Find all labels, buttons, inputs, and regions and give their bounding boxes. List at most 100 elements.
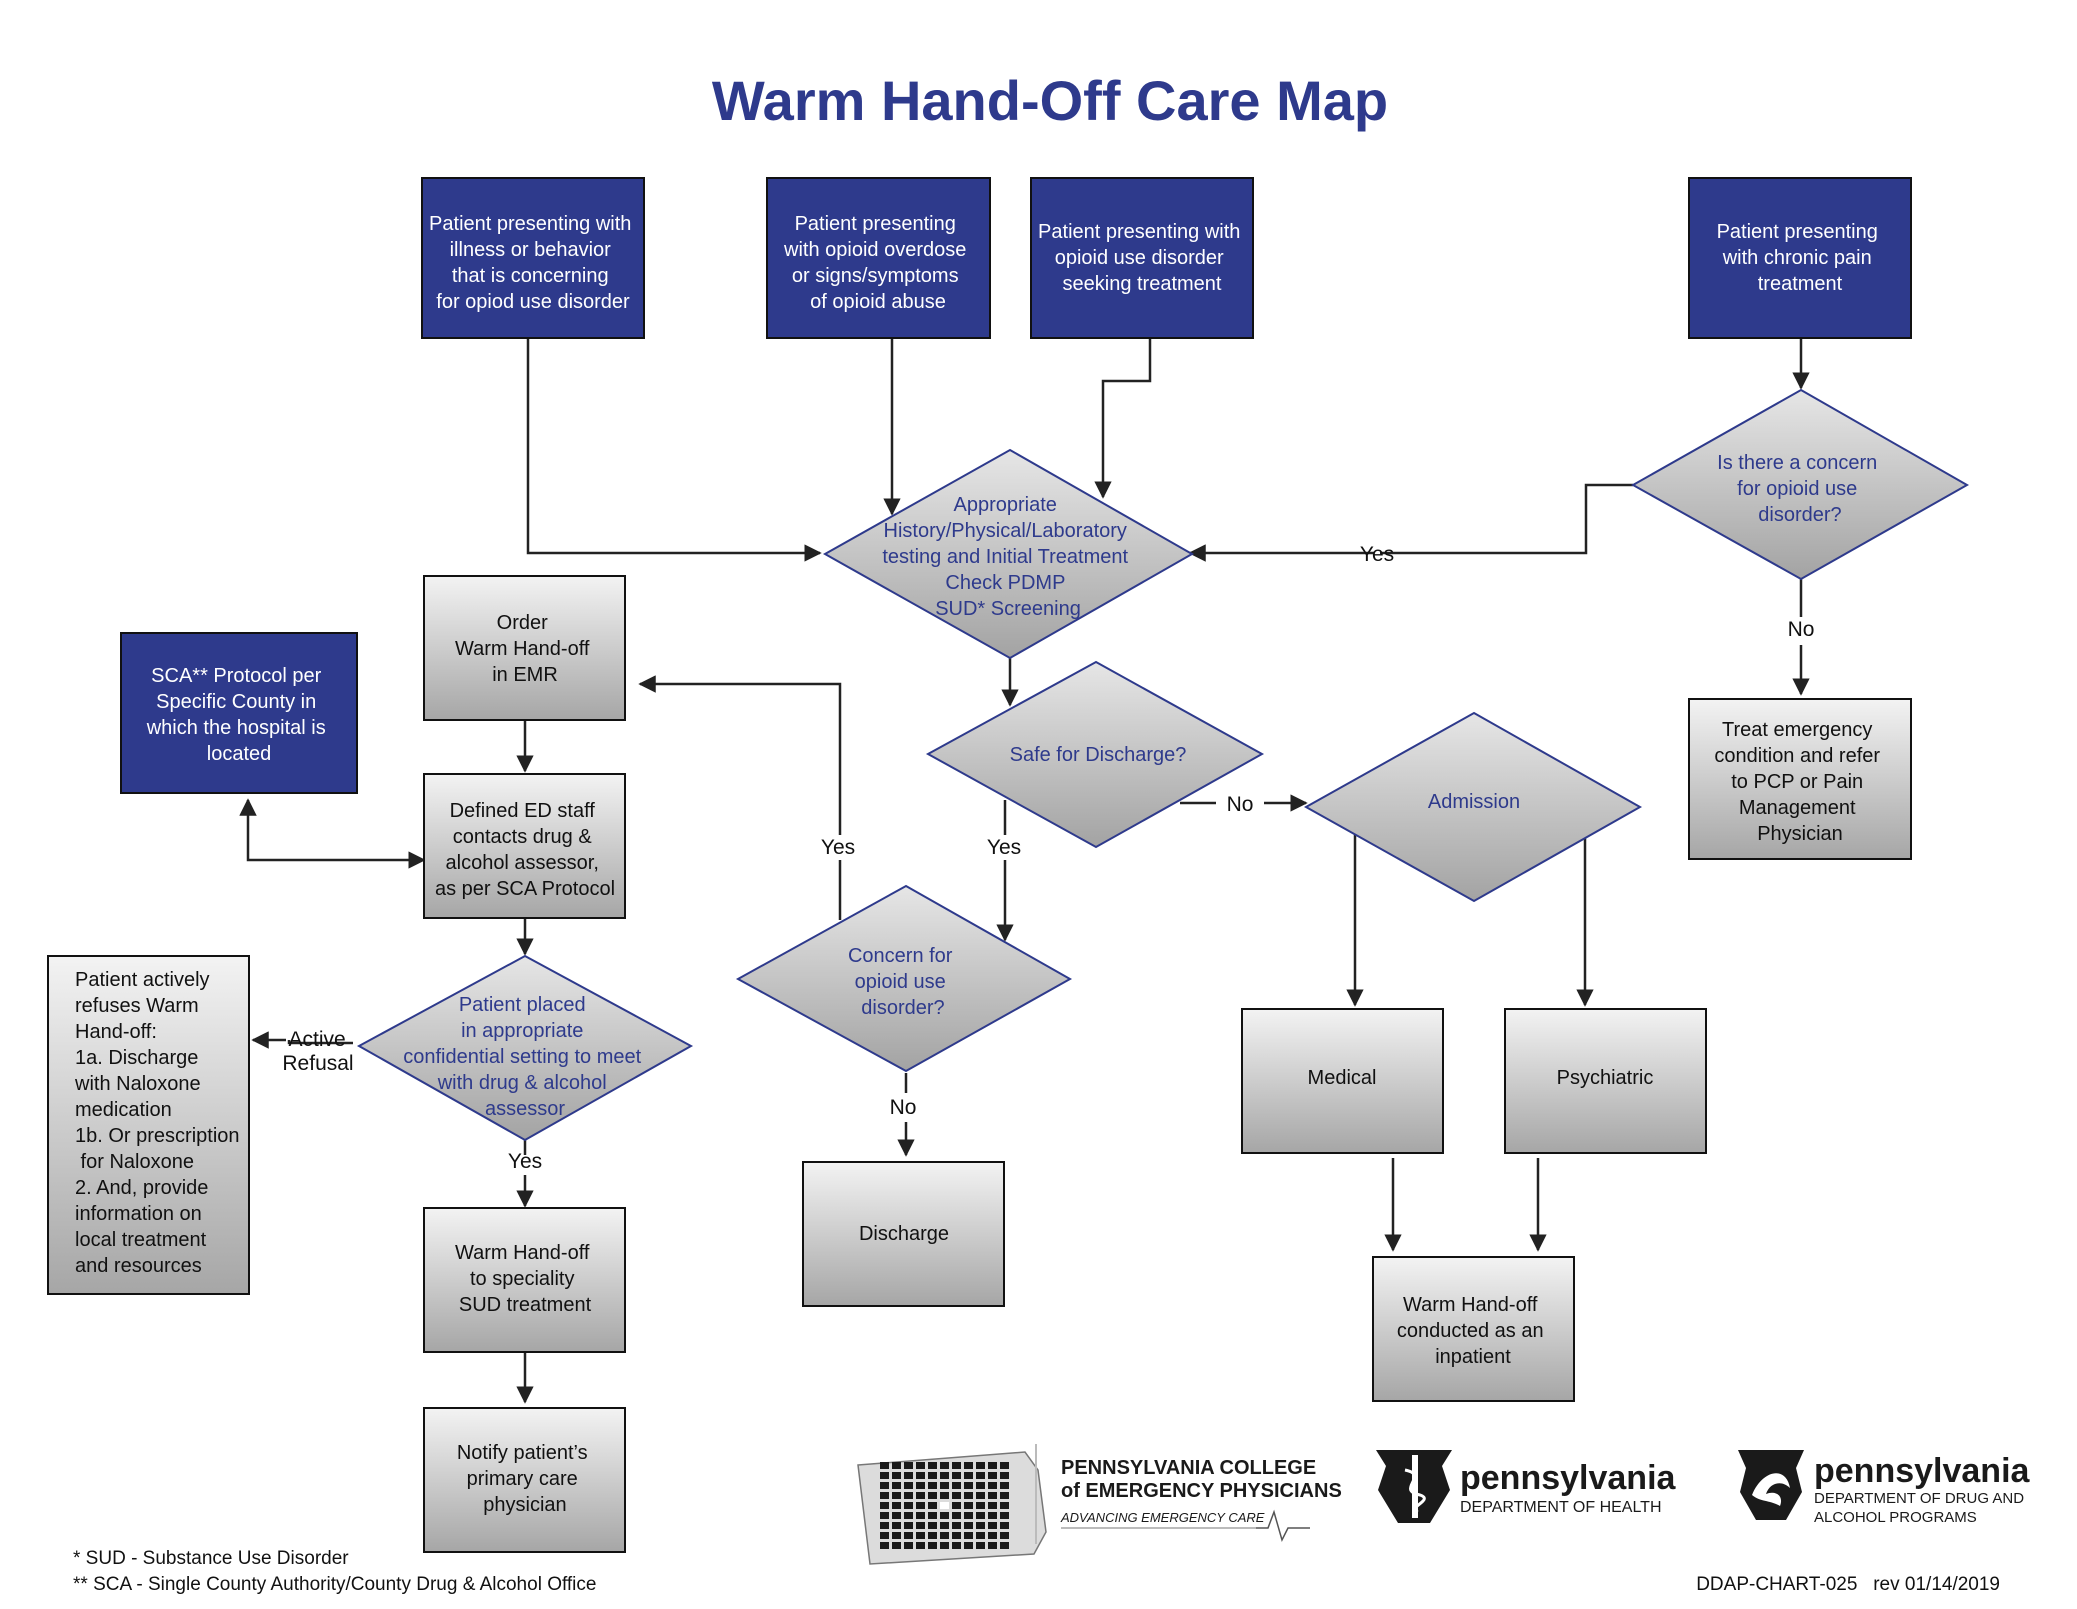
ddap-dept-line1: DEPARTMENT OF DRUG AND xyxy=(1814,1490,2024,1507)
logo-grid-cell xyxy=(928,1542,937,1549)
box-overdose-text: Patient presenting with opioid overdose … xyxy=(783,213,972,313)
box-warm-specialty-text: Warm Hand-off to speciality SUD treatmen… xyxy=(455,1242,595,1316)
logo-grid-cell xyxy=(916,1462,925,1469)
logo-grid-cell xyxy=(940,1542,949,1549)
logo-grid-cell xyxy=(880,1542,889,1549)
logo-grid-cell xyxy=(976,1462,985,1469)
logo-grid-cell xyxy=(904,1482,913,1489)
logo-grid-cell xyxy=(892,1462,901,1469)
doh-dept: DEPARTMENT OF HEALTH xyxy=(1460,1499,1662,1516)
logo-grid-cell xyxy=(880,1502,889,1509)
arrow-oud-to-history xyxy=(1094,338,1152,499)
logo-grid-cell xyxy=(916,1542,925,1549)
logo-grid-cell xyxy=(880,1462,889,1469)
diamond-placed-text: Patient placed in appropriate confidenti… xyxy=(403,994,646,1120)
logo-grid-cell xyxy=(976,1542,985,1549)
doh-logo: pennsylvania DEPARTMENT OF HEALTH xyxy=(1376,1450,1677,1523)
logo-grid-cell xyxy=(892,1522,901,1529)
logo-grid-cell xyxy=(892,1492,901,1499)
logo-grid-cell xyxy=(1000,1522,1009,1529)
pacep-logo: PENNSYLVANIA COLLEGE of EMERGENCY PHYSIC… xyxy=(857,1444,1342,1565)
logo-grid-cell xyxy=(952,1542,961,1549)
label-no-safe: No xyxy=(1227,793,1254,816)
pacep-name-line1: PENNSYLVANIA COLLEGE xyxy=(1061,1457,1316,1479)
box-refuses-text: Patient actively refuses Warm Hand-off: … xyxy=(74,969,245,1277)
box-notify-pcp: Notify patient’s primary care physician xyxy=(423,1407,626,1553)
logo-grid-cell xyxy=(940,1502,949,1509)
logo-grid-cell xyxy=(928,1512,937,1519)
logo-grid-cell xyxy=(904,1502,913,1509)
logo-grid-cell xyxy=(916,1482,925,1489)
label-no-chronic: No xyxy=(1788,618,1815,641)
line-concern-yes xyxy=(1380,483,1633,555)
label-active-refusal: Active Refusal xyxy=(282,1028,353,1075)
logo-grid-cell xyxy=(916,1472,925,1479)
logo-grid-cell xyxy=(928,1502,937,1509)
logo-grid-cell xyxy=(904,1472,913,1479)
page-title: Warm Hand-Off Care Map xyxy=(712,69,1388,132)
diamond-concern-chronic: Is there a concern for opioid use disord… xyxy=(1630,388,1970,581)
label-yes-safe: Yes xyxy=(987,836,1021,859)
logo-grid-cell xyxy=(952,1492,961,1499)
logo-grid-cell xyxy=(964,1542,973,1549)
logo-grid-cell xyxy=(940,1512,949,1519)
logo-grid-cell xyxy=(952,1482,961,1489)
logo-grid-cell xyxy=(928,1532,937,1539)
diamond-concern-oud: Concern for opioid use disorder? xyxy=(735,884,1073,1073)
label-yes-placed: Yes xyxy=(508,1150,542,1173)
logo-grid-cell xyxy=(988,1462,997,1469)
logo-grid-cell xyxy=(904,1462,913,1469)
box-warm-inpatient-text: Warm Hand-off conducted as an inpatient xyxy=(1397,1294,1549,1368)
logo-grid-cell xyxy=(1000,1472,1009,1479)
logo-grid-cell xyxy=(892,1512,901,1519)
box-illness-text: Patient presenting with illness or behav… xyxy=(429,213,637,313)
logo-grid-cell xyxy=(964,1502,973,1509)
logo-grid-cell xyxy=(976,1502,985,1509)
box-warm-inpatient: Warm Hand-off conducted as an inpatient xyxy=(1372,1256,1575,1402)
arrow-illness-to-history xyxy=(526,338,822,562)
logo-grid-cell xyxy=(928,1492,937,1499)
diamond-safe-discharge: Safe for Discharge? xyxy=(925,660,1265,849)
logo-grid-cell xyxy=(964,1462,973,1469)
logo-grid-cell xyxy=(1000,1532,1009,1539)
line-refusal xyxy=(287,1040,353,1045)
logo-grid-cell xyxy=(988,1512,997,1519)
logo-grid-cell xyxy=(988,1502,997,1509)
logo-grid-cell xyxy=(892,1472,901,1479)
box-oud-treatment-text: Patient presenting with opioid use disor… xyxy=(1038,221,1246,295)
box-overdose: Patient presenting with opioid overdose … xyxy=(766,177,991,339)
ddap-name: pennsylvania xyxy=(1814,1452,2031,1490)
logo-grid-cell xyxy=(976,1472,985,1479)
ddap-logo: pennsylvania DEPARTMENT OF DRUG AND ALCO… xyxy=(1738,1450,2031,1526)
logo-grid-cell xyxy=(1000,1542,1009,1549)
logo-grid-cell xyxy=(976,1532,985,1539)
box-oud-treatment: Patient presenting with opioid use disor… xyxy=(1030,177,1254,339)
box-discharge: Discharge xyxy=(802,1161,1005,1307)
box-warm-specialty: Warm Hand-off to speciality SUD treatmen… xyxy=(423,1207,626,1353)
logo-grid-cell xyxy=(952,1462,961,1469)
logo-grid-cell xyxy=(904,1542,913,1549)
label-yes-concern: Yes xyxy=(821,836,855,859)
box-order-warm-text: Order Warm Hand-off in EMR xyxy=(455,612,595,686)
logo-grid-cell xyxy=(880,1522,889,1529)
diamond-history: Appropriate History/Physical/Laboratory … xyxy=(822,448,1195,660)
logo-grid-cell xyxy=(952,1532,961,1539)
logo-grid-cell xyxy=(976,1492,985,1499)
logo-grid-cell xyxy=(904,1512,913,1519)
box-chronic-pain-text: Patient presenting with chronic pain tre… xyxy=(1717,221,1884,295)
logo-grid-cell xyxy=(928,1482,937,1489)
logo-grid-cell xyxy=(988,1482,997,1489)
ddap-dept-line2: ALCOHOL PROGRAMS xyxy=(1814,1509,1977,1526)
box-illness: Patient presenting with illness or behav… xyxy=(421,177,645,339)
logo-grid-cell xyxy=(904,1532,913,1539)
logo-grid-cell xyxy=(892,1542,901,1549)
logo-grid-cell xyxy=(988,1472,997,1479)
logo-grid-cell xyxy=(928,1462,937,1469)
logo-grid-cell xyxy=(940,1532,949,1539)
box-psychiatric-text: Psychiatric xyxy=(1557,1067,1654,1089)
logo-grid-cell xyxy=(940,1522,949,1529)
box-sca-protocol: SCA** Protocol per Specific County in wh… xyxy=(120,632,358,794)
logo-grid-cell xyxy=(916,1512,925,1519)
logo-grid-cell xyxy=(880,1512,889,1519)
